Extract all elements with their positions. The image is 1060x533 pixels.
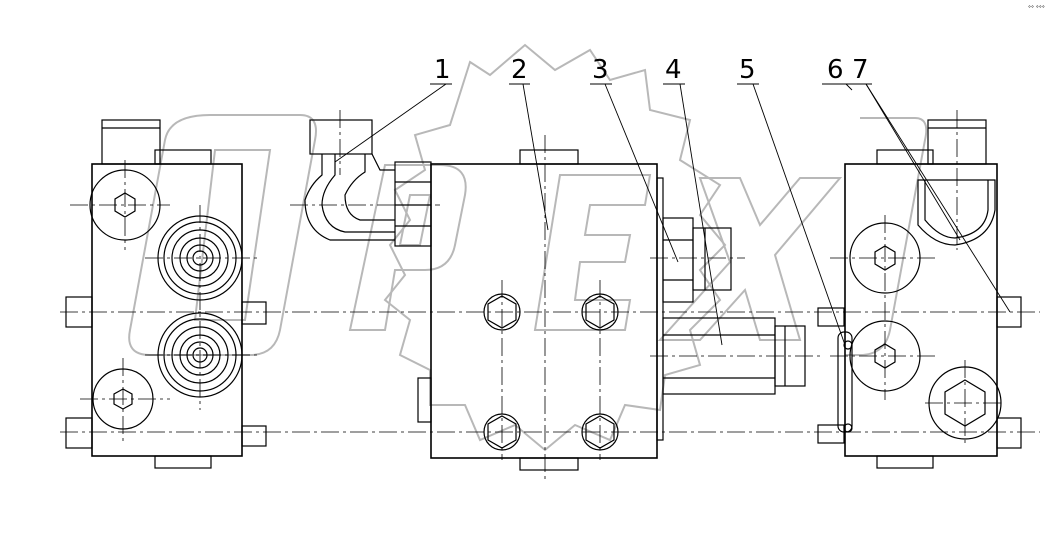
callout-7: 7 (852, 55, 869, 85)
center-bottom-plate (519, 457, 579, 471)
hex-fitting (662, 217, 732, 303)
right-valve-block (844, 119, 1022, 469)
callout-labels: 1 2 3 4 5 6 7 (434, 55, 869, 85)
centerlines (60, 110, 1040, 480)
hex-socket-icon (874, 245, 896, 271)
left-right-bolt-lower (241, 425, 267, 447)
right-side-bolt-lower (996, 417, 1022, 449)
watermark-right-swoosh (845, 117, 928, 356)
left-side-bolt-lower (65, 417, 93, 449)
left-valve-block (65, 119, 267, 469)
right-block-body (844, 163, 998, 457)
callout-6: 6 (827, 55, 844, 85)
hex-fitting-body (662, 217, 694, 303)
watermark-letter-e (533, 174, 652, 331)
left-top-fitting (101, 119, 161, 165)
leader-lines (334, 83, 1011, 346)
elbow-top-nut (309, 119, 373, 155)
right-top-cap (917, 179, 996, 246)
hex-fitting-cap (692, 227, 732, 291)
callout-3: 3 (592, 55, 609, 85)
seal-ring (817, 307, 853, 444)
corner-mark: °° °°° (1028, 5, 1045, 12)
callout-2: 2 (511, 55, 528, 85)
callout-1: 1 (434, 55, 451, 85)
callout-5: 5 (739, 55, 756, 85)
center-top-plate (519, 149, 579, 165)
right-top-plate (876, 149, 934, 165)
callout-4: 4 (665, 55, 682, 85)
left-bottom-plate (154, 455, 212, 469)
watermark-letter-x (657, 177, 843, 341)
watermark-letter-p (348, 164, 467, 331)
watermark-gear-outline (383, 43, 727, 452)
left-top-plate (154, 149, 212, 165)
watermark-logo (128, 43, 928, 452)
hex-socket-icon (114, 192, 136, 218)
center-left-stub (417, 377, 432, 423)
center-valve-block (417, 149, 664, 471)
right-bottom-plate (876, 455, 934, 469)
left-right-bolt-upper (241, 301, 267, 325)
